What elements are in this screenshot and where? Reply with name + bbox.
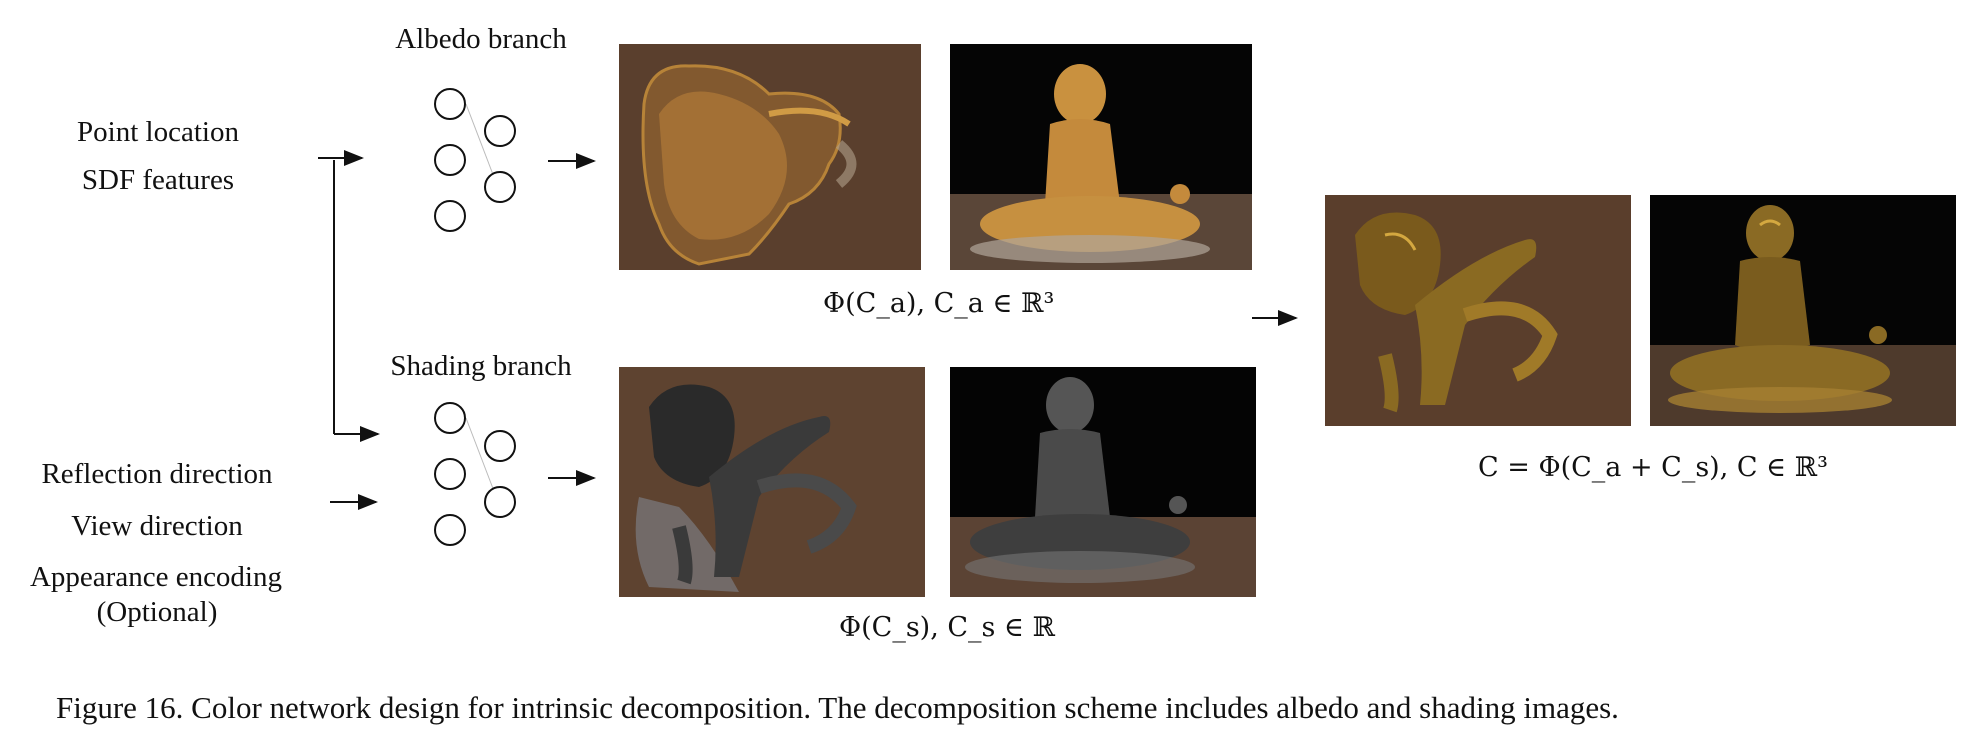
output-monk-image bbox=[1650, 195, 1956, 426]
input-point-location: Point location bbox=[77, 116, 239, 148]
input-sdf-features: SDF features bbox=[81, 164, 235, 196]
shading-network-icon bbox=[434, 402, 516, 546]
albedo-formula: Φ(C_a), C_a ∈ ℝ³ bbox=[823, 288, 1055, 319]
input-view-direction: View direction bbox=[71, 510, 243, 542]
input-optional: (Optional) bbox=[96, 596, 218, 628]
output-formula: C = Φ(C_a + C_s), C ∈ ℝ³ bbox=[1478, 452, 1828, 483]
output-dog-image bbox=[1325, 195, 1631, 426]
shading-branch-title: Shading branch bbox=[390, 350, 572, 382]
albedo-branch-title: Albedo branch bbox=[395, 23, 567, 55]
shading-dog-image bbox=[619, 367, 925, 597]
albedo-dog-image bbox=[619, 44, 921, 270]
input-appearance-encoding: Appearance encoding bbox=[29, 561, 282, 593]
shading-formula: Φ(C_s), C_s ∈ ℝ bbox=[839, 612, 1055, 643]
input-reflection-direction: Reflection direction bbox=[41, 458, 273, 490]
figure-caption: Figure 16. Color network design for intr… bbox=[56, 690, 1619, 725]
albedo-monk-image bbox=[950, 44, 1252, 270]
shading-monk-image bbox=[950, 367, 1256, 597]
albedo-network-icon bbox=[434, 88, 516, 232]
